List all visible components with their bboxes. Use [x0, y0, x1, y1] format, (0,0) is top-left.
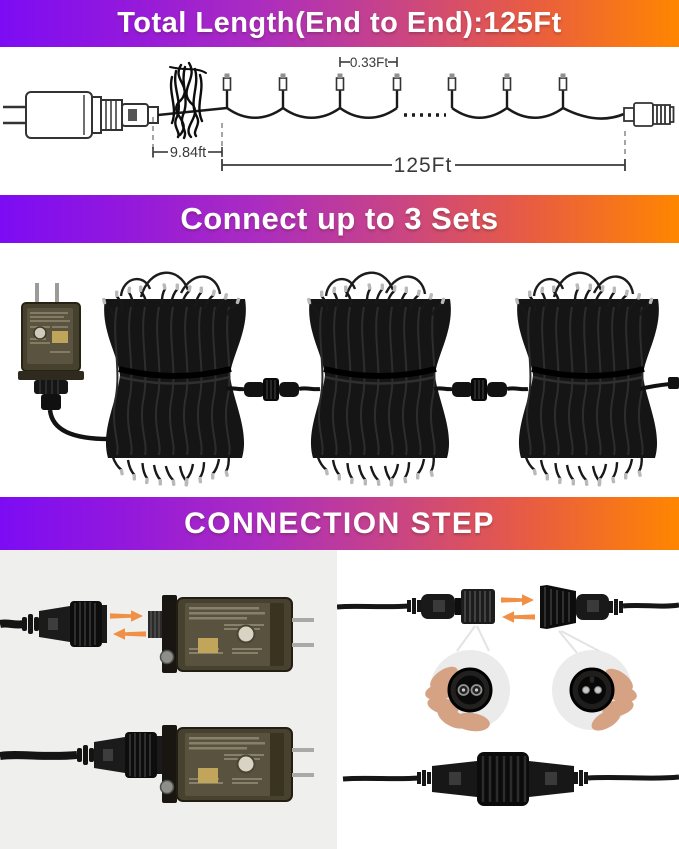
bulb: [392, 73, 402, 108]
connector-step-connected: [342, 752, 679, 806]
orange-arrow-right-icon: [110, 610, 143, 622]
threaded-cap-connector: [21, 600, 108, 648]
adapter-photo-horizontal: [159, 724, 315, 804]
guide-lines: [152, 117, 626, 159]
light-bundle-3: [515, 273, 659, 487]
light-bundle-2: [307, 273, 451, 487]
bulb: [335, 73, 345, 108]
banner-connect-sets-text: Connect up to 3 Sets: [180, 201, 499, 236]
string-cable: [337, 603, 410, 610]
length-diagram: 0.33Ft 9.84ft 125Ft: [3, 55, 675, 177]
connector-pin: [594, 686, 602, 694]
connection-step-connector-panel: [337, 550, 679, 849]
male-connector-face-inset: [552, 650, 637, 731]
measurement-total-length: [221, 159, 626, 171]
callout-lines: [456, 625, 604, 654]
adapter-photo-horizontal: [159, 594, 315, 674]
hand: [425, 666, 490, 732]
string-cable: [587, 774, 679, 781]
connector-step-disconnected: [337, 585, 679, 654]
female-connector-face-inset: [425, 650, 510, 732]
bulb-spacing-label: 0.33Ft: [350, 55, 389, 70]
three-sets-photo: [18, 243, 679, 497]
inline-connector-1: [224, 376, 322, 403]
banner-total-length-text: Total Length(End to End):125Ft: [117, 7, 562, 39]
bulb: [222, 73, 232, 108]
hand: [591, 668, 637, 731]
bulb: [447, 73, 457, 108]
power-adapter-photo: [18, 283, 116, 442]
measurement-bulb-spacing: [339, 57, 398, 67]
bulb: [558, 73, 568, 108]
adapter-step-disconnected: [0, 594, 315, 674]
lead-length-label: 9.84ft: [170, 145, 206, 161]
string-cable: [342, 775, 420, 782]
light-string-wire: [157, 106, 625, 120]
end-connector-drawing: [623, 102, 675, 127]
plug-prong: [55, 283, 59, 305]
bulb: [278, 73, 288, 108]
adapter-cable: [47, 409, 116, 442]
bulbs: [222, 73, 568, 108]
banner-connect-sets: Connect up to 3 Sets: [0, 195, 679, 243]
spare-wire-bundle-drawing: [169, 61, 207, 140]
bulb: [502, 73, 512, 108]
banner-total-length: Total Length(End to End):125Ft: [0, 0, 679, 47]
connector-pin: [582, 686, 590, 694]
connection-step-adapter-panel: [0, 550, 337, 849]
plug-prong: [35, 283, 39, 305]
banner-connection-step: CONNECTION STEP: [0, 497, 679, 550]
certification-mark: [33, 326, 47, 340]
threaded-cap-connector: [76, 731, 163, 779]
string-cable: [0, 751, 78, 760]
orange-arrow-right-icon: [501, 594, 534, 606]
inline-connector-2: [432, 376, 530, 403]
measurement-lead-length: [152, 147, 223, 157]
string-cable: [0, 619, 25, 629]
adapter-step-connected: [0, 724, 315, 804]
connector-connection-illustrations: [337, 585, 679, 806]
end-stub: [639, 377, 679, 391]
adapter-line-drawing: [3, 91, 159, 139]
total-length-label: 125Ft: [394, 154, 453, 177]
orange-arrow-left-icon: [502, 611, 535, 623]
string-cable: [622, 602, 679, 609]
banner-connection-step-text: CONNECTION STEP: [184, 506, 495, 540]
adapter-connection-illustrations: [0, 594, 315, 804]
orange-arrow-left-icon: [113, 628, 146, 640]
light-bundle-1: [102, 273, 246, 487]
